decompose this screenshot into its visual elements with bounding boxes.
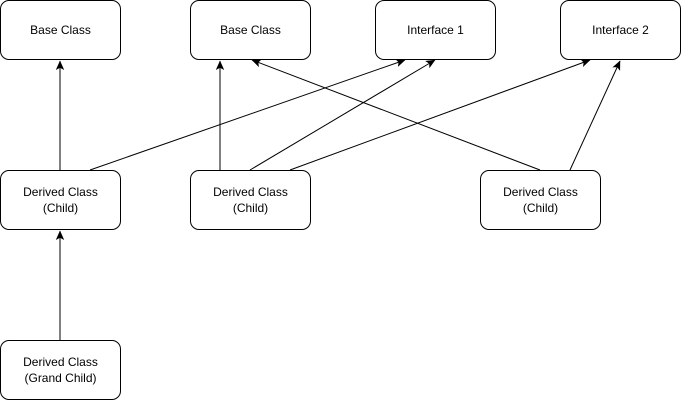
node-label-line1: Derived Class	[503, 185, 578, 199]
node-label: Interface 2	[592, 23, 649, 37]
node-base-class-2[interactable]: Base Class	[190, 0, 311, 60]
node-label: Base Class	[30, 23, 91, 37]
node-interface-1[interactable]: Interface 1	[375, 0, 496, 60]
node-label-line2: (Grand Child)	[24, 371, 97, 385]
node-label: Interface 1	[407, 23, 464, 37]
node-label-line2: (Child)	[522, 201, 559, 215]
node-label: Base Class	[220, 23, 281, 37]
node-label-line2: (Child)	[42, 201, 79, 215]
edge-child2-to-interface2	[289, 59, 591, 171]
node-label-line2: (Child)	[232, 201, 269, 215]
node-label-line1: Derived Class	[23, 355, 98, 369]
node-derived-child-1[interactable]: Derived Class (Child)	[0, 170, 121, 230]
node-label-line1: Derived Class	[23, 185, 98, 199]
edge-child3-to-interface2	[569, 60, 621, 171]
node-interface-2[interactable]: Interface 2	[560, 0, 681, 60]
node-base-class-1[interactable]: Base Class	[0, 0, 121, 60]
edge-child1-to-interface1	[89, 59, 406, 171]
edge-child3-to-base2	[251, 59, 541, 171]
edge-child2-to-interface1	[249, 59, 436, 171]
node-derived-child-3[interactable]: Derived Class (Child)	[480, 170, 601, 230]
node-derived-child-2[interactable]: Derived Class (Child)	[190, 170, 311, 230]
node-label-line1: Derived Class	[213, 185, 288, 199]
node-derived-grand-child[interactable]: Derived Class (Grand Child)	[0, 340, 121, 400]
